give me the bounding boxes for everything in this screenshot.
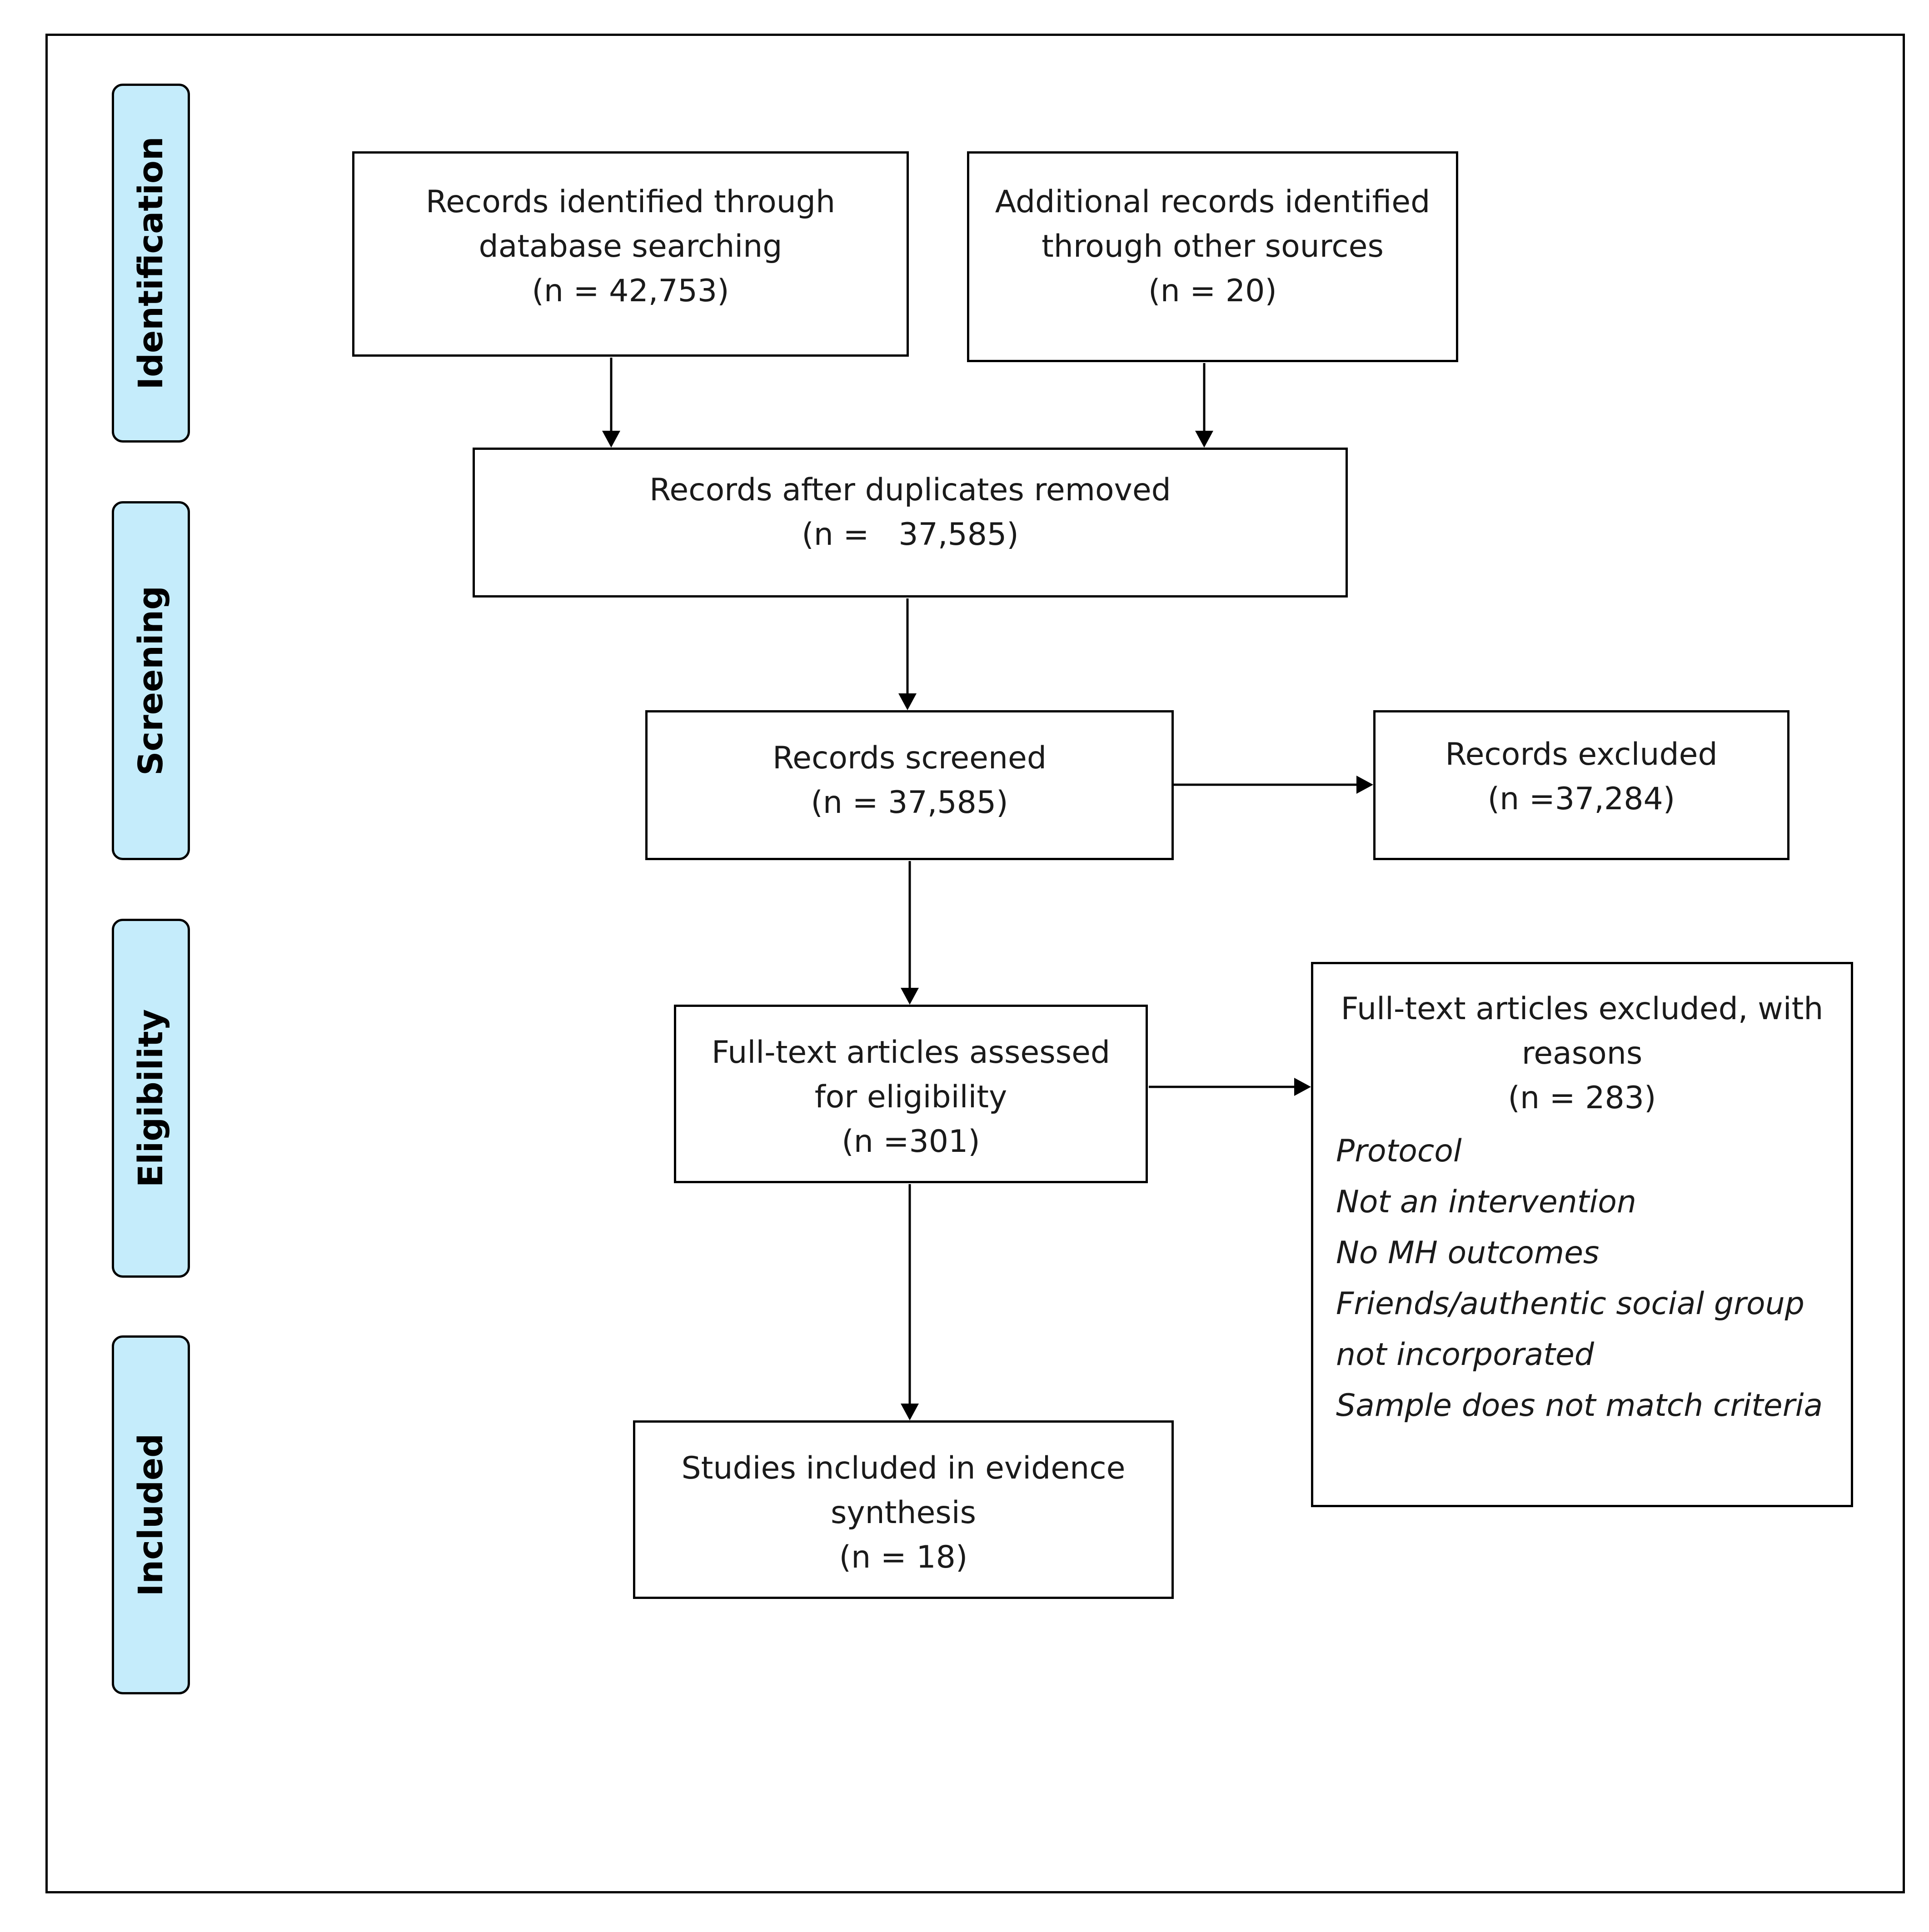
box-line: Records after duplicates removed xyxy=(649,472,1171,508)
stage-included: Included xyxy=(112,1335,190,1694)
box-database-records: Records identified through database sear… xyxy=(352,151,909,357)
stage-identification: Identification xyxy=(112,84,190,443)
reason-item: No MH outcomes xyxy=(1336,1235,1600,1271)
reason-item: Friends/authentic social group xyxy=(1336,1286,1804,1322)
box-line: (n = 283) xyxy=(1508,1080,1656,1116)
box-line: Full-text articles assessed xyxy=(711,1035,1111,1071)
box-additional-records: Additional records identified through ot… xyxy=(967,151,1458,362)
box-line: Records identified through xyxy=(425,184,836,220)
box-line: for eligibility xyxy=(814,1079,1007,1115)
reason-item: Not an intervention xyxy=(1336,1184,1637,1220)
box-line: (n = 20) xyxy=(1148,273,1277,309)
arrow-head xyxy=(1294,1078,1311,1096)
box-records-excluded: Records excluded (n =37,284) xyxy=(1373,710,1789,860)
reason-item: Sample does not match criteria xyxy=(1336,1388,1823,1424)
box-fulltext-excluded: Full-text articles excluded, with reason… xyxy=(1311,962,1853,1507)
box-line: Additional records identified xyxy=(995,184,1431,220)
reason-item: Protocol xyxy=(1336,1133,1462,1169)
box-line: Records excluded xyxy=(1445,737,1718,772)
arrow-head xyxy=(898,693,917,710)
box-line: Full-text articles excluded, with xyxy=(1341,991,1824,1027)
arrow-head xyxy=(901,988,919,1005)
box-line: database searching xyxy=(479,229,783,264)
box-line: synthesis xyxy=(830,1495,977,1531)
box-line: through other sources xyxy=(1042,229,1384,264)
stage-screening: Screening xyxy=(112,501,190,860)
box-line: Studies included in evidence xyxy=(681,1450,1126,1486)
box-after-duplicates: Records after duplicates removed (n = 37… xyxy=(473,448,1348,598)
box-line: (n = 37,585) xyxy=(802,517,1019,553)
box-studies-included: Studies included in evidence synthesis (… xyxy=(633,1420,1174,1599)
box-line: (n = 42,753) xyxy=(532,273,729,309)
box-line: Records screened xyxy=(772,740,1047,776)
box-line: (n =301) xyxy=(842,1124,980,1160)
box-line: (n = 18) xyxy=(839,1539,968,1575)
arrow-head xyxy=(1356,776,1373,794)
box-fulltext-assessed: Full-text articles assessed for eligibil… xyxy=(674,1005,1148,1183)
arrow-head xyxy=(602,431,620,448)
box-line: (n =37,284) xyxy=(1487,781,1675,817)
box-line: (n = 37,585) xyxy=(811,785,1008,821)
box-records-screened: Records screened (n = 37,585) xyxy=(645,710,1174,860)
arrow-head xyxy=(901,1404,919,1420)
reason-item: not incorporated xyxy=(1336,1337,1594,1373)
exclusion-reasons: Protocol Not an intervention No MH outco… xyxy=(1313,1126,1851,1431)
stage-eligibility: Eligibility xyxy=(112,919,190,1278)
arrow-head xyxy=(1195,431,1213,448)
box-line: reasons xyxy=(1521,1036,1643,1071)
